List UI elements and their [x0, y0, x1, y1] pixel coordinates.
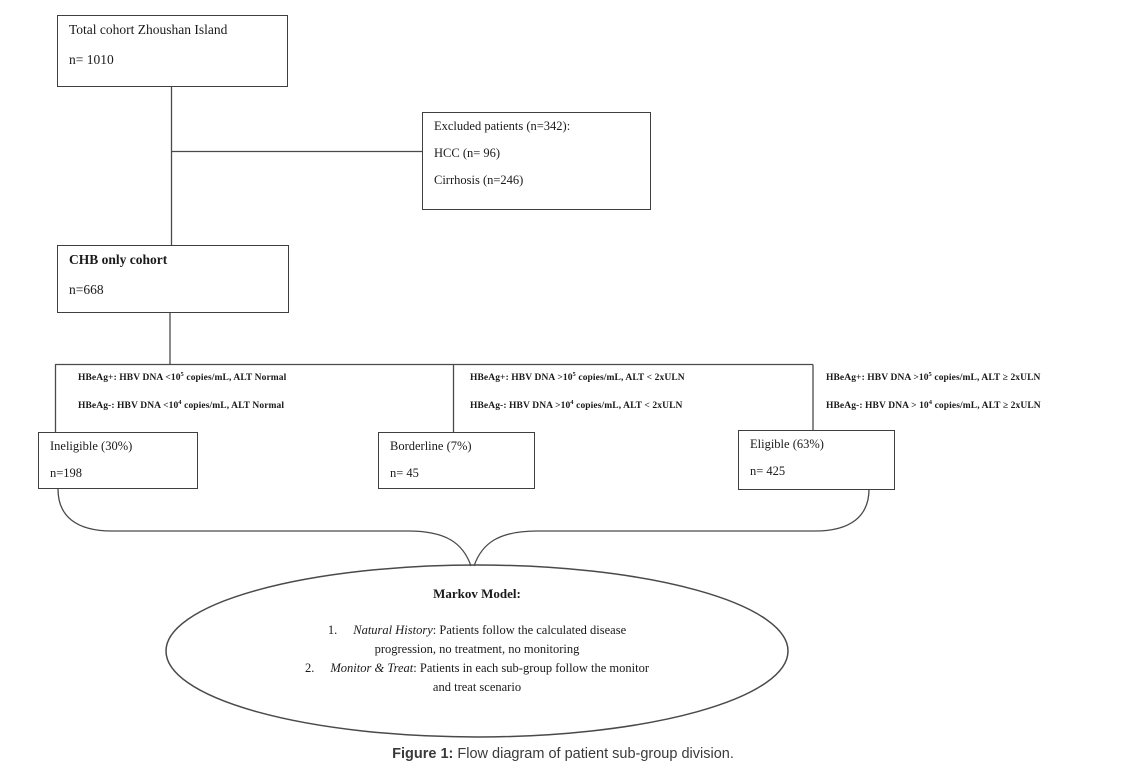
figure-caption-text: Flow diagram of patient sub-group divisi… [453, 746, 734, 762]
markov-item-1: 1.Natural History: Patients follow the c… [327, 623, 627, 637]
total-cohort-box: Total cohort Zhoushan Island n= 1010 [57, 15, 288, 87]
chb-n: n=668 [69, 281, 104, 297]
eligible-title: Eligible (63%) [750, 437, 824, 451]
eligible-n: n= 425 [750, 463, 786, 478]
total-cohort-n: n= 1010 [69, 51, 114, 67]
excluded-title: Excluded patients (n=342): [434, 119, 571, 133]
figure-caption-label: Figure 1: [392, 746, 454, 762]
markov-title: Markov Model: [433, 586, 521, 601]
markov-model-content: Markov Model: 1.Natural History: Patient… [177, 584, 777, 697]
ineligible-box: Ineligible (30%) n=198 [38, 432, 198, 489]
ineligible-criteria-line2: HBeAg-: HBV DNA <104 copies/mL, ALT Norm… [78, 398, 285, 411]
ineligible-n: n=198 [50, 465, 83, 480]
eligible-box: Eligible (63%) n= 425 [738, 430, 895, 490]
borderline-criteria-line2: HBeAg-: HBV DNA >104 copies/mL, ALT < 2x… [470, 398, 683, 411]
eligible-criteria-line1: HBeAg+: HBV DNA >105 copies/mL, ALT ≥ 2x… [826, 370, 1041, 383]
figure-caption: Figure 1: Flow diagram of patient sub-gr… [0, 746, 1126, 762]
ineligible-criteria-line1: HBeAg+: HBV DNA <105 copies/mL, ALT Norm… [78, 370, 287, 383]
markov-item-2: 2.Monitor & Treat: Patients in each sub-… [305, 661, 649, 675]
curve-left-to-model [57, 488, 472, 567]
borderline-box: Borderline (7%) n= 45 [378, 432, 535, 489]
chb-cohort-box: CHB only cohort n=668 [57, 245, 289, 313]
excluded-cirrhosis: Cirrhosis (n=246) [434, 172, 524, 187]
borderline-title: Borderline (7%) [390, 439, 472, 453]
excluded-hcc: HCC (n= 96) [434, 145, 501, 160]
eligible-criteria-line2: HBeAg-: HBV DNA > 104 copies/mL, ALT ≥ 2… [826, 398, 1041, 411]
curve-right-to-model [473, 488, 870, 567]
borderline-criteria-line1: HBeAg+: HBV DNA >105 copies/mL, ALT < 2x… [470, 370, 685, 383]
markov-item-1-cont: progression, no treatment, no monitoring [374, 642, 580, 656]
excluded-patients-box: Excluded patients (n=342): HCC (n= 96) C… [422, 112, 651, 210]
total-cohort-title: Total cohort Zhoushan Island [69, 22, 228, 37]
borderline-n: n= 45 [390, 465, 419, 480]
markov-model-ellipse [165, 564, 789, 738]
ineligible-title: Ineligible (30%) [50, 439, 133, 453]
markov-item-2-cont: and treat scenario [432, 680, 522, 694]
chb-title: CHB only cohort [69, 252, 168, 267]
